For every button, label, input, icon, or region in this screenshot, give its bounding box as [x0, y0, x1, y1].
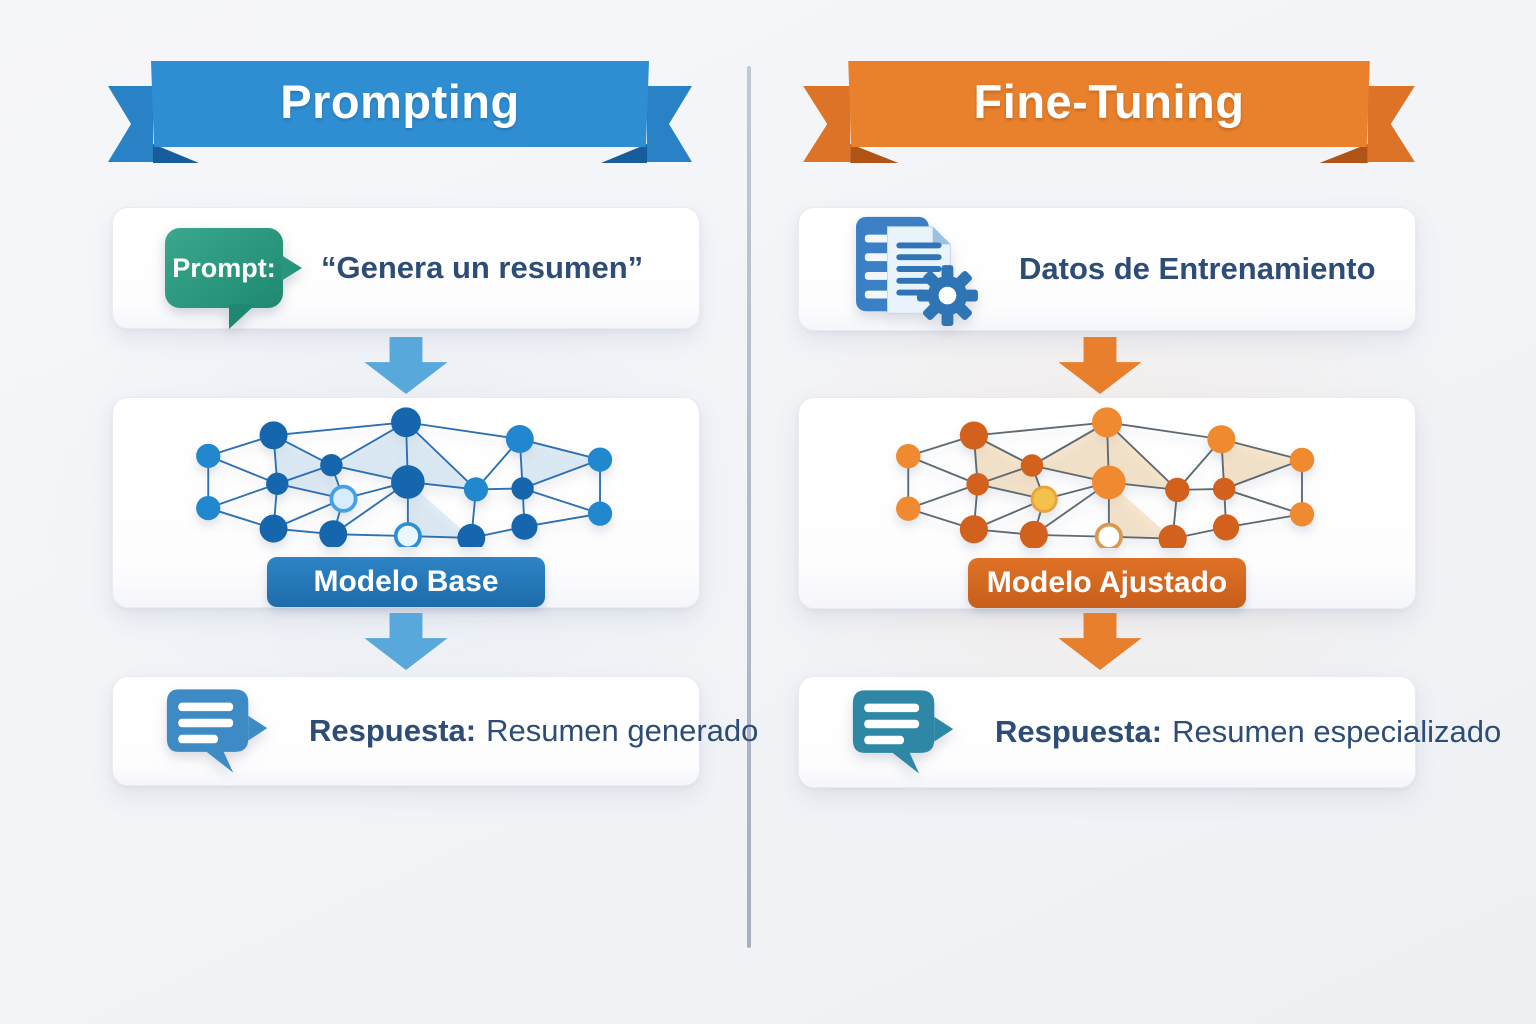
- fine-tuning-title: Fine-Tuning: [973, 75, 1245, 128]
- fine-tuning-banner: Fine-Tuning: [800, 58, 1418, 170]
- response-value: Resumen generado: [486, 713, 759, 748]
- response-label: Respuesta:: [309, 713, 477, 748]
- speech-bubble-icon: Prompt:: [165, 228, 302, 329]
- chat-message-icon: [166, 689, 268, 773]
- column-divider: [747, 66, 751, 948]
- prompt-card: Prompt: “Genera un resumen”: [112, 207, 700, 329]
- ribbon-banner-shape: [108, 61, 692, 163]
- response-text: Respuesta: Resumen especializado: [995, 714, 1501, 750]
- adjusted-model-card: Modelo Ajustado: [798, 397, 1416, 609]
- base-model-card: Modelo Base: [112, 397, 700, 608]
- prompt-quote-text: “Genera un resumen”: [321, 250, 644, 285]
- down-arrow-icon: [1058, 337, 1142, 395]
- response-text: Respuesta: Resumen generado: [309, 713, 758, 749]
- neural-network-icon: [896, 407, 1315, 548]
- neural-network-icon: [196, 407, 613, 548]
- model-base-text: Modelo Base: [313, 565, 499, 599]
- model-base-button-label: Modelo Base: [267, 557, 545, 607]
- model-adjusted-text: Modelo Ajustado: [986, 566, 1228, 599]
- training-data-text: Datos de Entrenamiento: [1019, 251, 1376, 286]
- response-value: Resumen especializado: [1172, 714, 1502, 749]
- response-card: Respuesta: Resumen especializado: [798, 676, 1501, 788]
- down-arrow-icon: [364, 613, 448, 671]
- documents-gear-icon: [856, 216, 978, 327]
- prompting-banner: Prompting: [105, 58, 695, 170]
- training-data-card: Datos de Entrenamiento: [798, 207, 1416, 331]
- model-adjusted-button-label: Modelo Ajustado: [968, 558, 1246, 608]
- prompt-bubble-label: Prompt:: [172, 252, 276, 283]
- response-label: Respuesta:: [995, 714, 1163, 749]
- down-arrow-icon: [1058, 613, 1142, 671]
- ribbon-banner-shape: [803, 61, 1415, 163]
- prompting-title: Prompting: [280, 75, 520, 128]
- down-arrow-icon: [364, 337, 448, 395]
- chat-message-icon: [852, 690, 954, 774]
- gear-icon: [916, 265, 978, 327]
- response-card: Respuesta: Resumen generado: [112, 676, 758, 786]
